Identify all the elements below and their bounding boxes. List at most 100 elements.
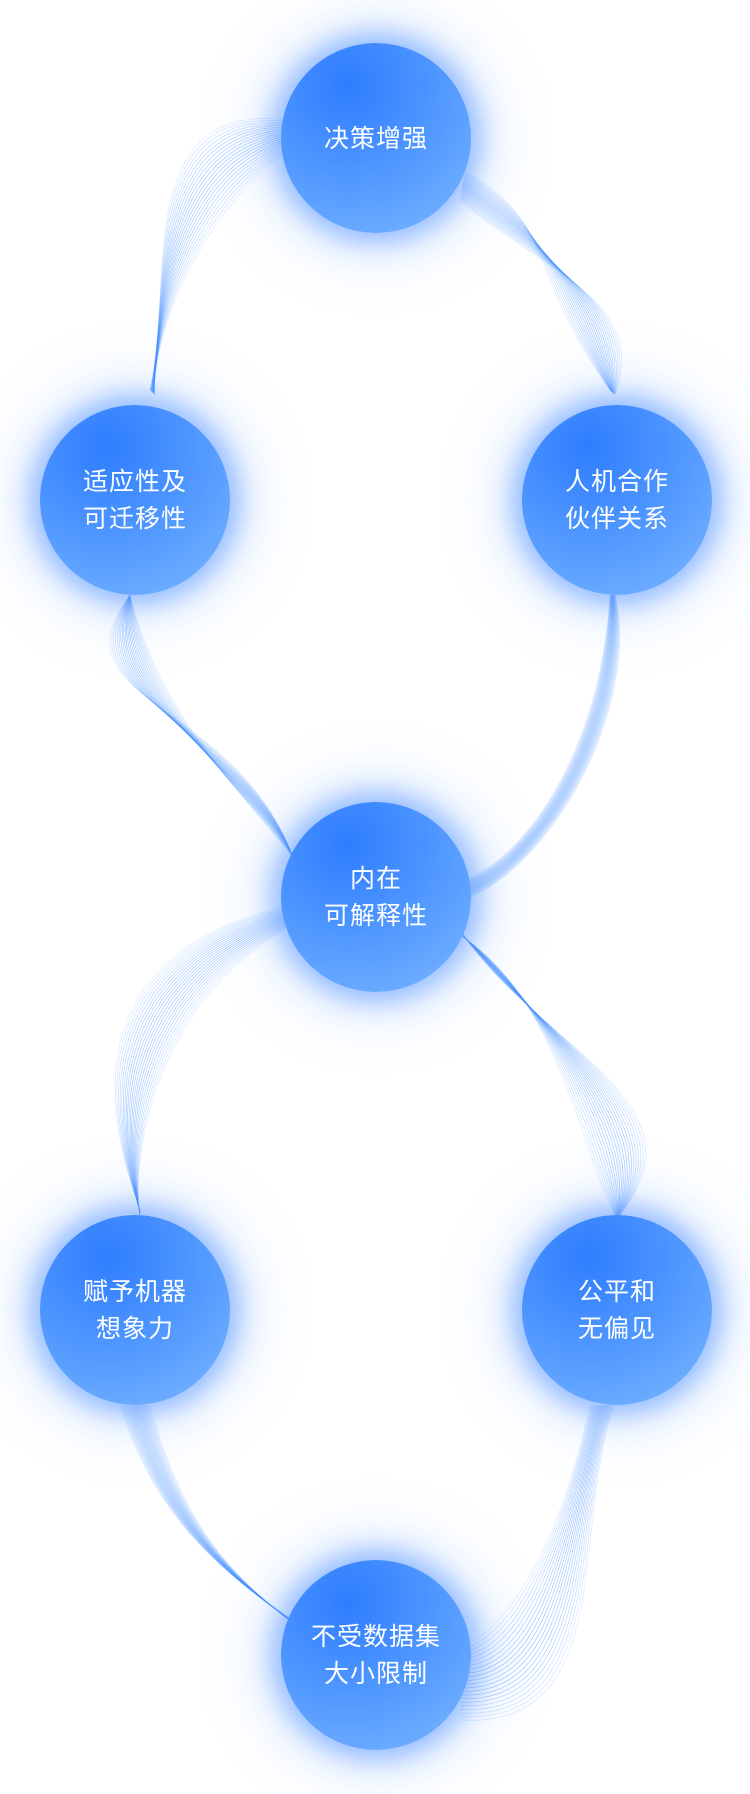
ribbon-strand — [129, 916, 288, 1213]
ribbon-strand — [464, 594, 619, 899]
ribbon-strand — [127, 914, 289, 1212]
ribbon-strand — [459, 932, 624, 1216]
ribbon-strand — [464, 594, 612, 884]
ribbon-strand — [459, 1404, 592, 1649]
ribbon-strand — [128, 594, 294, 857]
ribbon-strand — [464, 594, 611, 881]
ribbon-strand — [464, 594, 617, 896]
node-label-line: 人机合作 — [564, 467, 669, 496]
ribbon-strand — [459, 932, 622, 1216]
ribbon-strand — [459, 1404, 602, 1678]
ribbon-interpretability-fairness — [459, 929, 646, 1216]
ribbon-strand — [120, 594, 292, 854]
ribbon-strand — [148, 1404, 301, 1631]
ribbon-strand — [113, 594, 291, 852]
ribbon-strand — [459, 932, 619, 1216]
ribbon-strand — [129, 594, 295, 859]
ribbon-strand — [464, 594, 613, 887]
node-label-line: 大小限制 — [323, 1659, 428, 1688]
ribbon-strand — [459, 931, 632, 1216]
ribbon-strand — [459, 931, 626, 1216]
node-dataset-size: 不受数据集 大小限制 — [281, 1560, 471, 1750]
ribbon-strand — [459, 1404, 603, 1682]
ribbon-strand — [124, 594, 293, 855]
ribbon-strand — [464, 594, 615, 893]
ribbon-strand — [459, 931, 628, 1216]
ribbon-strand — [146, 1404, 301, 1630]
ribbon-strand — [125, 1404, 301, 1627]
ribbon-strand — [118, 907, 290, 1211]
node-label-line: 可迁移性 — [82, 504, 187, 533]
ribbon-strand — [125, 912, 289, 1212]
ribbon-strand — [464, 594, 615, 894]
ribbon-strand — [464, 594, 615, 892]
ribbon-fairness-dataset — [459, 1404, 616, 1721]
ribbon-strand — [152, 135, 291, 393]
ribbon-strand — [464, 594, 614, 890]
ribbon-strand — [111, 594, 291, 851]
ribbon-strand — [464, 172, 611, 391]
ribbon-strand — [459, 1404, 598, 1667]
node-collaboration: 人机合作 伙伴关系 — [522, 405, 712, 595]
ribbon-strand — [464, 169, 611, 391]
ribbon-strand — [151, 131, 291, 392]
ribbon-strand — [462, 185, 613, 393]
ribbon-strand — [149, 1404, 301, 1631]
node-label: 决策增强 — [324, 120, 428, 157]
ribbon-strand — [460, 194, 616, 395]
ribbon-strand — [134, 922, 287, 1214]
ribbon-strand — [116, 905, 290, 1211]
ribbon-strand — [135, 1404, 301, 1628]
ribbon-strand — [463, 179, 612, 392]
ribbon-strand — [143, 1404, 301, 1630]
ribbon-strand — [153, 141, 291, 394]
node-label: 不受数据集 大小限制 — [311, 1618, 441, 1692]
ribbon-strand — [459, 1404, 616, 1721]
ribbon-strand — [124, 911, 289, 1212]
ribbon-strand — [461, 189, 614, 394]
ribbon-strand — [459, 1404, 606, 1692]
ribbon-strand — [464, 594, 614, 891]
ribbon-strand — [129, 1404, 301, 1627]
ribbon-strand — [141, 1404, 301, 1629]
ribbon-strand — [130, 917, 288, 1213]
ribbon-strand — [118, 594, 292, 853]
ribbon-strand — [150, 121, 291, 391]
ribbon-strand — [123, 1404, 301, 1627]
ribbon-strand — [460, 198, 621, 395]
ribbon-strand — [136, 926, 286, 1215]
ribbon-strand — [151, 128, 291, 392]
ribbon-strand — [459, 934, 616, 1216]
node-label: 人机合作 伙伴关系 — [565, 463, 669, 537]
ribbon-strand — [129, 594, 295, 858]
ribbon-strand — [459, 929, 646, 1216]
ribbon-strand — [123, 594, 293, 854]
ribbon-strand — [128, 1404, 301, 1627]
ribbon-strand — [459, 931, 630, 1216]
ribbon-strand — [152, 133, 291, 393]
ribbon-strand — [464, 594, 616, 895]
ribbon-strand — [129, 594, 295, 860]
ribbon-strand — [459, 1404, 599, 1671]
ribbon-strand — [459, 1404, 597, 1664]
node-label-line: 可解释性 — [323, 901, 428, 930]
ribbon-strand — [129, 594, 295, 859]
ribbon-strand — [129, 594, 296, 860]
ribbon-strand — [145, 1404, 301, 1630]
ribbon-strand — [152, 139, 291, 394]
node-fairness: 公平和 无偏见 — [522, 1215, 712, 1405]
ribbon-strand — [463, 176, 612, 392]
ribbon-collaboration-interpretability — [464, 594, 620, 901]
ribbon-interpretability-imagination — [114, 904, 291, 1216]
ribbon-decision-adaptability — [149, 118, 291, 396]
node-label: 适应性及 可迁移性 — [83, 463, 187, 537]
ribbon-strand — [459, 1404, 613, 1714]
ribbon-strand — [459, 199, 622, 396]
ribbon-strand — [460, 195, 617, 395]
ribbon-strand — [461, 188, 614, 394]
node-label: 公平和 无偏见 — [578, 1273, 656, 1347]
ribbon-strand — [459, 934, 616, 1216]
ribbon-strand — [459, 1404, 611, 1707]
ribbon-strand — [464, 171, 611, 391]
ribbon-strand — [115, 594, 292, 852]
